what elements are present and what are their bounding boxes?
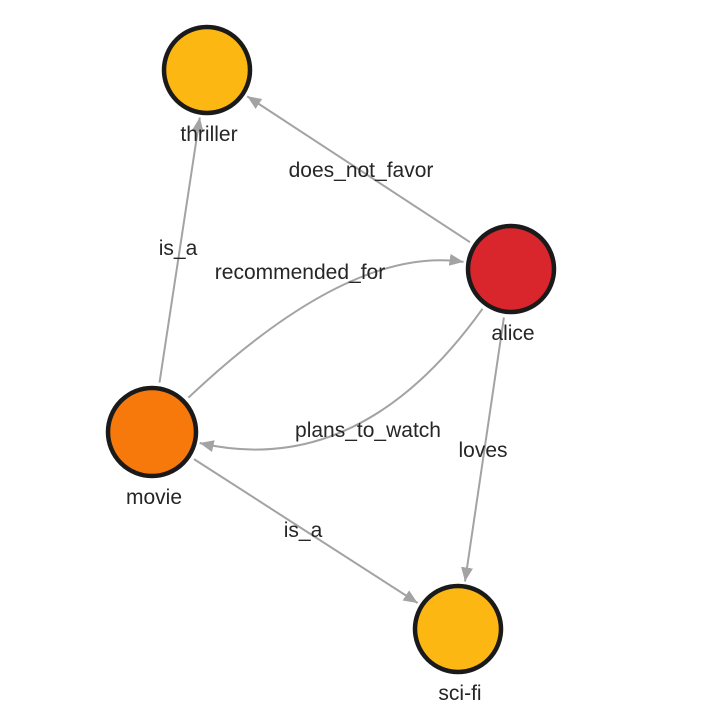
edge-alice-plans_to_watch: plans_to_watch (199, 308, 484, 452)
edge-alice-loves: loves (458, 317, 508, 582)
edge-movie-is_a: is_a (158, 117, 204, 383)
edge-label-loves: loves (458, 439, 507, 462)
edge-line-is_a (158, 117, 204, 383)
node-label-alice: alice (491, 322, 534, 345)
node-circle-movie[interactable] (105, 385, 199, 479)
node-label-movie: movie (126, 486, 182, 509)
edge-line-plans_to_watch (199, 308, 484, 452)
edge-line-loves (461, 317, 505, 582)
edge-alice-does_not_favor: does_not_favor (246, 95, 471, 244)
edge-label-is_a: is_a (284, 519, 323, 542)
edge-movie-is_a: is_a (193, 458, 419, 604)
edge-movie-recommended_for: recommended_for (187, 253, 464, 399)
node-thriller[interactable]: thriller (161, 24, 253, 146)
node-movie[interactable]: movie (105, 385, 199, 509)
edge-line-does_not_favor (246, 95, 471, 244)
edge-label-does_not_favor: does_not_favor (289, 159, 434, 182)
edge-label-is_a: is_a (159, 237, 198, 260)
node-circle-sci-fi[interactable] (412, 583, 504, 675)
edge-layer: is_a does_not_favor recommended_for plans_t… (158, 95, 508, 604)
edge-label-plans_to_watch: plans_to_watch (295, 419, 441, 442)
node-alice[interactable]: alice (465, 223, 557, 345)
node-label-thriller: thriller (180, 123, 237, 146)
node-circle-alice[interactable] (465, 223, 557, 315)
node-circle-thriller[interactable] (161, 24, 253, 116)
edge-line-recommended_for (187, 253, 464, 399)
node-sci-fi[interactable]: sci-fi (412, 583, 504, 705)
node-layer: thriller alice movie sci-fi (105, 24, 557, 705)
edge-label-recommended_for: recommended_for (215, 261, 385, 284)
node-label-sci-fi: sci-fi (438, 682, 481, 705)
edge-line-is_a (193, 458, 419, 604)
